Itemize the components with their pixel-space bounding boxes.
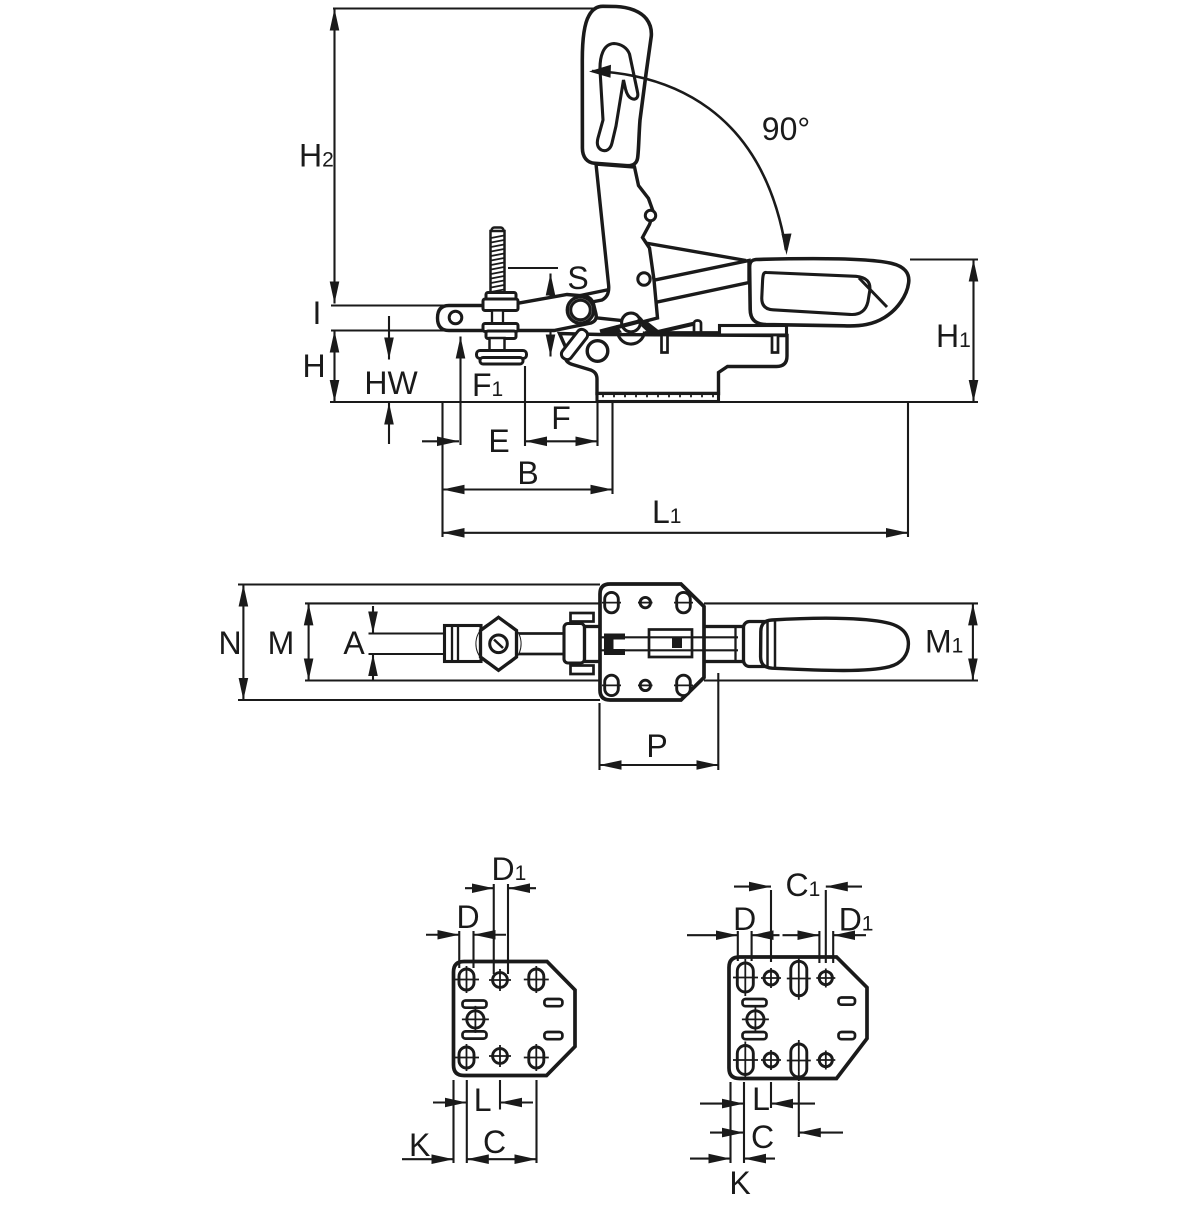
svg-text:K: K <box>409 1127 430 1163</box>
svg-text:P: P <box>646 728 667 764</box>
svg-text:K: K <box>729 1165 750 1200</box>
svg-text:L: L <box>474 1082 492 1118</box>
svg-text:L: L <box>752 1081 770 1117</box>
svg-text:F: F <box>551 400 571 436</box>
svg-text:I: I <box>313 295 322 331</box>
svg-text:B: B <box>517 455 538 491</box>
svg-text:E: E <box>488 423 509 459</box>
svg-text:D: D <box>456 899 479 935</box>
svg-text:A: A <box>343 625 365 661</box>
svg-text:M: M <box>268 625 295 661</box>
svg-text:C: C <box>751 1119 774 1155</box>
svg-text:N: N <box>218 625 241 661</box>
svg-text:90°: 90° <box>762 111 810 147</box>
svg-text:HW: HW <box>364 365 418 401</box>
svg-text:D: D <box>733 901 756 937</box>
svg-text:S: S <box>567 260 588 296</box>
svg-text:H: H <box>302 348 325 384</box>
svg-text:C: C <box>483 1124 506 1160</box>
